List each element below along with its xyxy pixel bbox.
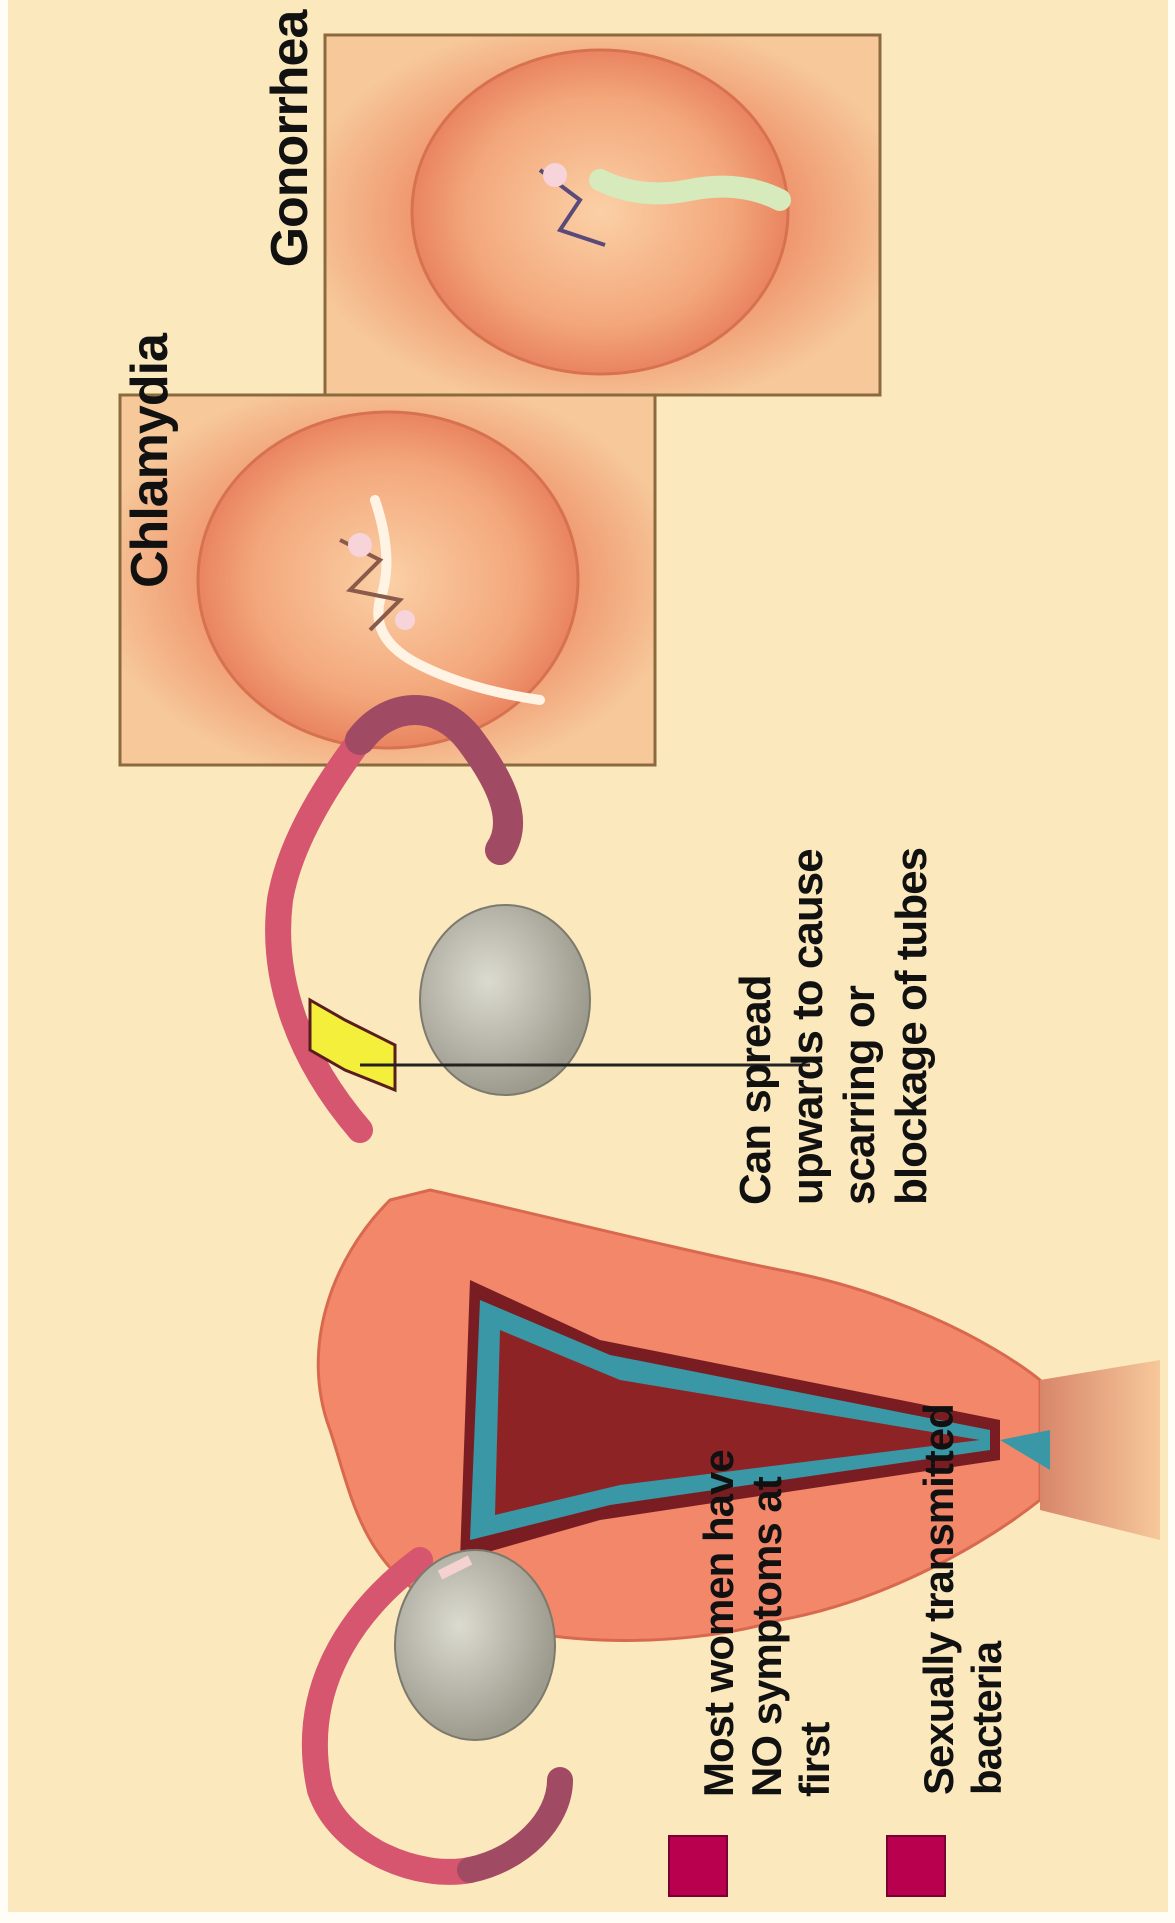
lower-ovary xyxy=(395,1550,555,1740)
callout-text: Can spread upwards to cause scarring or … xyxy=(730,805,940,1205)
gonorrhea-cervix xyxy=(412,50,788,374)
bullet-marker xyxy=(668,1835,728,1897)
gonorrhea-title: Gonorrhea xyxy=(259,0,321,289)
bullet-text-bacteria: Sexually transmitted bacteria xyxy=(915,1395,1045,1795)
gonorrhea-spot xyxy=(543,163,567,187)
gonorrhea-panel xyxy=(325,35,880,395)
chlamydia-spot xyxy=(395,610,415,630)
bullet-marker xyxy=(886,1835,946,1897)
cervix-vagina xyxy=(1040,1360,1160,1540)
bullet-text-symptoms: Most women have NO symptoms at first xyxy=(695,1397,825,1797)
chlamydia-title: Chlamydia xyxy=(119,291,181,631)
gonorrhea-discharge xyxy=(600,180,780,200)
chlamydia-spot xyxy=(348,533,372,557)
